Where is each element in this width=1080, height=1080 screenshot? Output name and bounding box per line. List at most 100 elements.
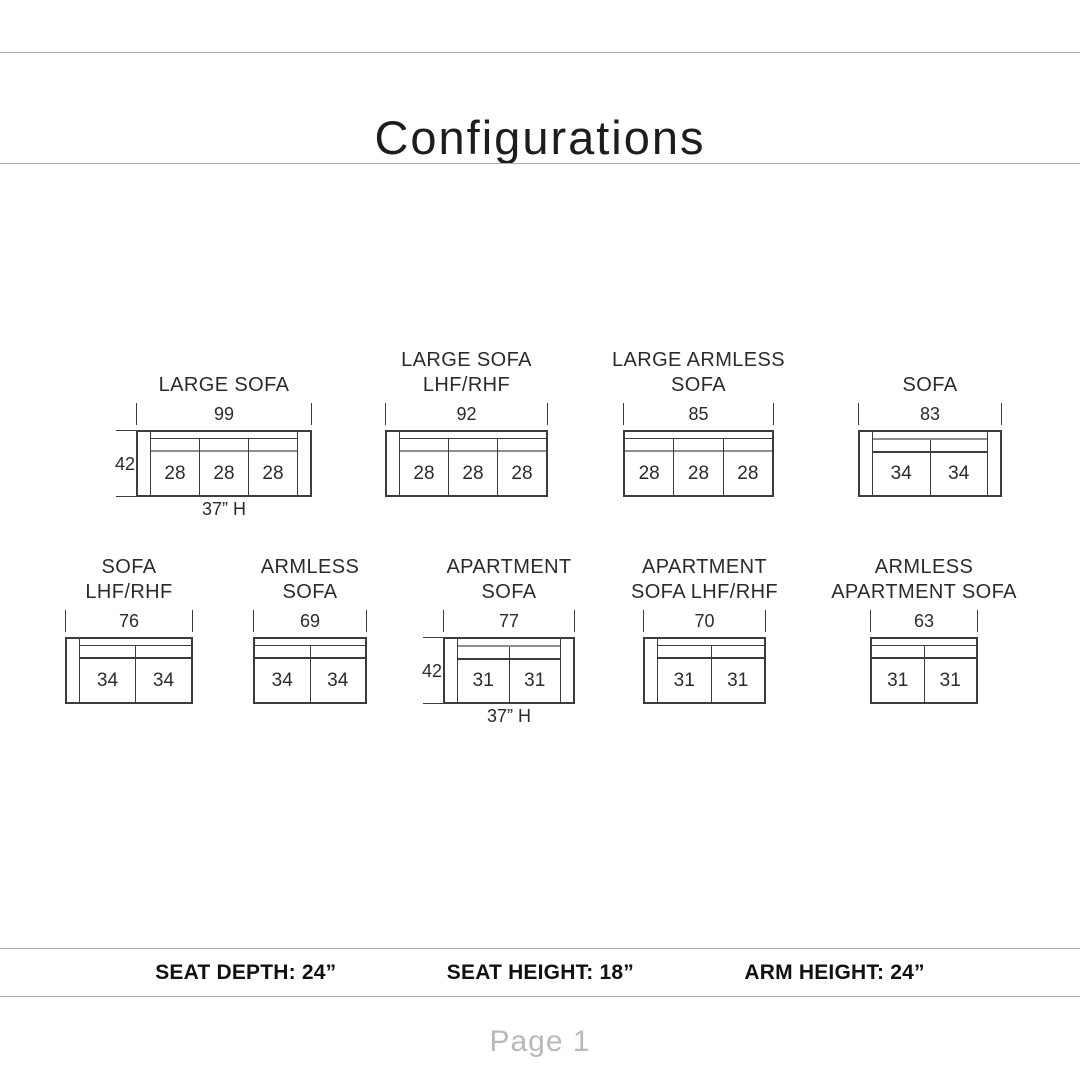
seat-width-value: 34 — [152, 669, 175, 691]
cushion: 34 — [136, 646, 191, 702]
left-arm — [645, 639, 658, 702]
backrest-band — [400, 432, 546, 439]
cushion: 28 — [498, 439, 546, 495]
back-cushion — [498, 439, 546, 452]
sofa-name-label: APARTMENT SOFA LHF/RHF — [631, 556, 778, 605]
left-arm — [387, 432, 400, 495]
seat-width-value: 34 — [948, 463, 970, 484]
sofa-top-view: 31 31 42 — [422, 637, 575, 704]
back-cushion — [255, 646, 310, 659]
cushion: 28 — [723, 439, 772, 495]
left-arm — [860, 432, 873, 495]
arm-height-spec: ARM HEIGHT: 24” — [744, 960, 925, 984]
cushion: 28 — [449, 439, 498, 495]
backrest-band — [255, 639, 365, 646]
width-dimension: 76 — [65, 610, 193, 632]
back-cushion — [625, 439, 674, 452]
back-cushion — [711, 646, 764, 659]
depth-dimension: 42 — [113, 430, 137, 497]
cushion: 31 — [872, 646, 925, 702]
width-dimension: 99 — [136, 403, 312, 425]
cushion: 28 — [400, 439, 449, 495]
spec-footer: SEAT DEPTH: 24” SEAT HEIGHT: 18” ARM HEI… — [0, 948, 1080, 997]
sofa-name-line: SOFA — [902, 374, 958, 396]
cushion: 34 — [930, 440, 987, 495]
backrest-band — [151, 432, 297, 439]
width-dimension: 77 — [443, 610, 575, 632]
dimension-tick-left — [385, 403, 386, 425]
sofa-name-label: LARGE SOFA LHF/RHF — [385, 349, 548, 398]
dimension-tick-bottom — [423, 703, 444, 704]
title-bottom-rule — [0, 163, 1080, 164]
sofa-name-line: SOFA — [671, 374, 726, 396]
width-value: 83 — [919, 404, 941, 424]
diagram-large-sofa-lhf-rhf: LARGE SOFA LHF/RHF 92 28 28 28 — [385, 349, 548, 497]
dimension-tick-left — [253, 610, 254, 632]
cushion: 34 — [873, 440, 931, 495]
dimension-tick-left — [870, 610, 871, 632]
dimension-tick-left — [136, 403, 137, 425]
cushion: 31 — [658, 646, 712, 702]
width-dimension: 69 — [253, 610, 367, 632]
backrest-band — [625, 432, 772, 439]
dimension-tick-right — [773, 403, 774, 425]
cushion: 31 — [711, 646, 764, 702]
right-arm — [560, 639, 573, 702]
back-cushion — [872, 646, 924, 659]
seat-width-value: 34 — [271, 669, 293, 691]
sofa-name-label: SOFA LHF/RHF — [65, 556, 193, 605]
sofa-name-label: ARMLESS APARTMENT SOFA — [831, 556, 1016, 605]
seat-depth-spec: SEAT DEPTH: 24” — [155, 960, 337, 984]
left-arm — [138, 432, 151, 495]
cushion: 28 — [249, 439, 297, 495]
dimension-tick-right — [977, 610, 978, 632]
seat-width-value: 34 — [96, 669, 119, 691]
width-dimension: 92 — [385, 403, 548, 425]
back-cushion — [249, 439, 297, 452]
depth-dimension: 42 — [420, 637, 444, 704]
back-cushion — [924, 646, 976, 659]
back-cushion — [136, 646, 191, 659]
width-value: 92 — [456, 404, 477, 424]
diagram-apartment-sofa: APARTMENT SOFA 77 31 31 42 37” — [422, 556, 575, 726]
back-cushion — [200, 439, 248, 452]
seat-width-value: 31 — [524, 670, 546, 691]
diagram-apartment-sofa-lhf-rhf: APARTMENT SOFA LHF/RHF 70 31 31 — [631, 556, 778, 704]
seat-width-value: 28 — [687, 462, 710, 484]
diagram-armless-apartment-sofa: ARMLESS APARTMENT SOFA 63 31 31 — [831, 556, 1016, 704]
sofa-name-label: LARGE SOFA — [136, 349, 312, 398]
seat-width-value: 28 — [213, 462, 235, 484]
diagram-large-armless-sofa: LARGE ARMLESS SOFA 85 28 28 28 — [612, 349, 785, 497]
back-cushion — [310, 646, 365, 659]
cushion: 28 — [200, 439, 249, 495]
cushion: 34 — [80, 646, 136, 702]
sofa-top-view: 31 31 — [643, 637, 766, 704]
sofa-name-line: LARGE SOFA — [401, 349, 532, 371]
sofa-name-line: APARTMENT — [446, 556, 572, 578]
seat-width-value: 34 — [890, 463, 912, 484]
cushion: 28 — [625, 439, 675, 495]
seat-width-value: 28 — [164, 462, 186, 484]
sofa-name-line: LHF/RHF — [85, 581, 173, 603]
width-value: 69 — [299, 611, 321, 631]
backrest-band — [872, 639, 976, 646]
width-value: 85 — [688, 404, 709, 424]
back-cushion — [674, 439, 723, 452]
cushion: 34 — [310, 646, 365, 702]
dimension-tick-left — [65, 610, 66, 632]
sofa-name-line: SOFA — [481, 581, 537, 603]
sofa-name-label: APARTMENT SOFA — [443, 556, 575, 605]
height-label: 37” H — [201, 499, 246, 519]
width-dimension: 85 — [623, 403, 774, 425]
sofa-top-view: 34 34 — [253, 637, 367, 704]
cushion: 28 — [674, 439, 724, 495]
seat-width-value: 34 — [327, 669, 349, 691]
back-cushion — [400, 439, 448, 452]
cushion: 31 — [458, 647, 510, 702]
left-arm — [67, 639, 80, 702]
seat-width-value: 31 — [939, 669, 961, 691]
dimension-tick-left — [623, 403, 624, 425]
dimension-tick-left — [643, 610, 644, 632]
dimension-tick-bottom — [116, 496, 137, 497]
width-value: 77 — [498, 611, 520, 631]
